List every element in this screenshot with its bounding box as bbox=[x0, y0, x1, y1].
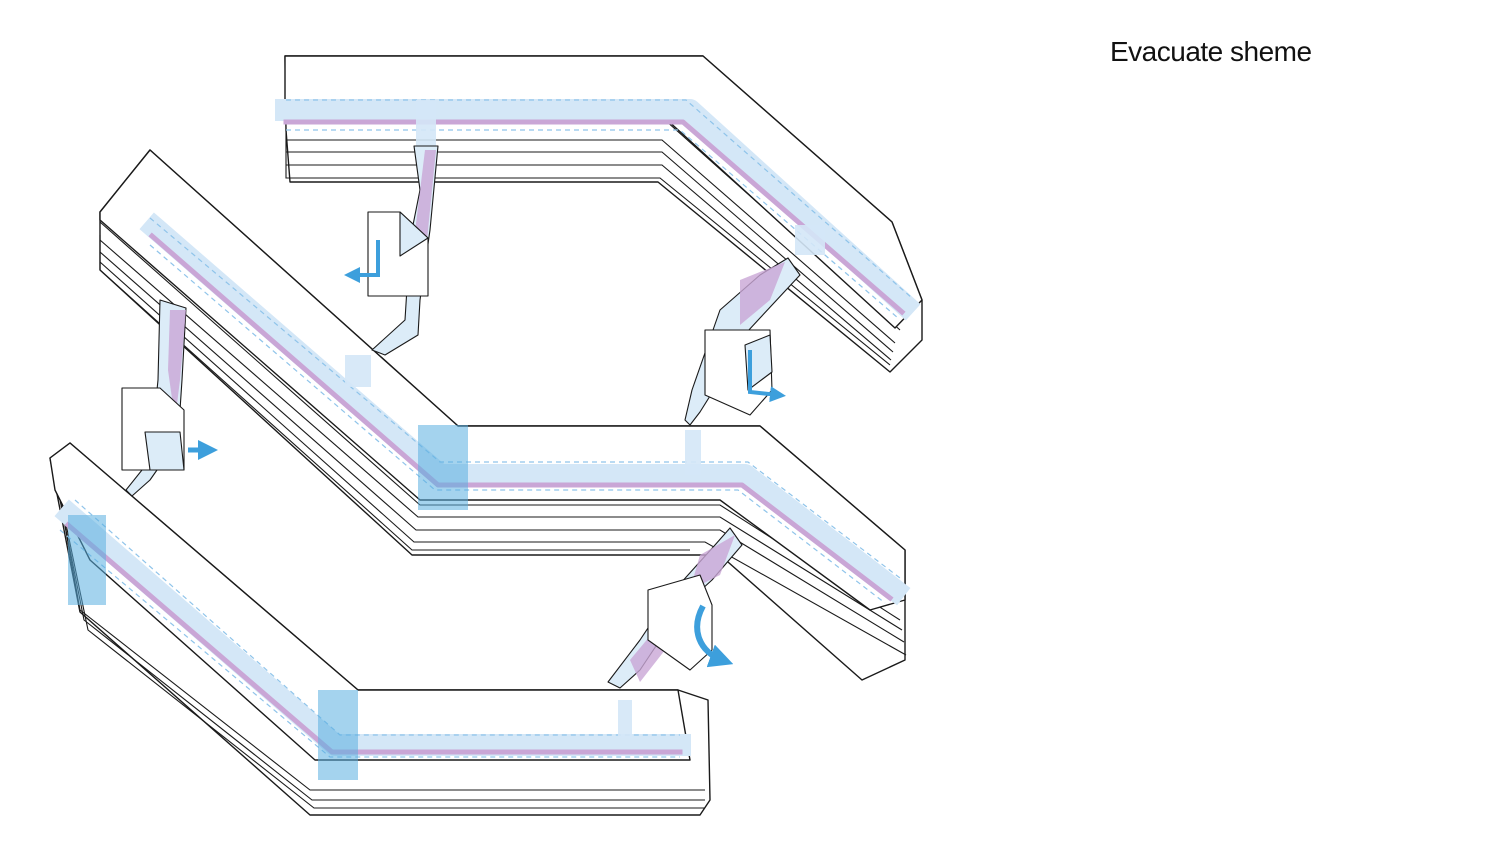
bridge-top-right bbox=[684, 257, 801, 426]
building-block-top bbox=[275, 55, 923, 373]
building-block-bottom bbox=[49, 442, 711, 816]
stair-core-middle bbox=[418, 425, 468, 510]
diagram-title: Evacuate sheme bbox=[1110, 36, 1312, 67]
route-middle bbox=[148, 232, 894, 602]
bridge-bottom-right bbox=[607, 527, 743, 689]
stair-core-bottom-left bbox=[68, 515, 106, 605]
exit-arrow-icon bbox=[694, 604, 734, 668]
exit-arrow-icon bbox=[344, 240, 380, 283]
exit-arrow-icon bbox=[748, 350, 786, 403]
stair-core-bottom-right bbox=[318, 690, 358, 780]
building-block-middle bbox=[99, 149, 911, 681]
corridor-middle bbox=[139, 212, 911, 606]
bridge-left bbox=[121, 299, 187, 497]
bridge-top-left bbox=[367, 145, 439, 356]
